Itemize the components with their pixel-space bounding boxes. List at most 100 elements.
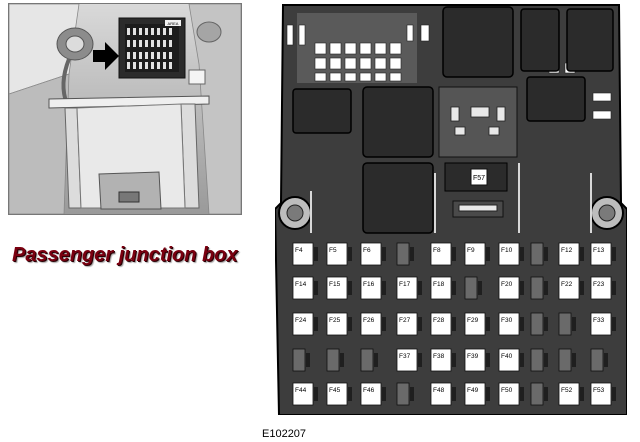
fuse-label: F15	[329, 281, 341, 288]
fuse-terminal	[314, 281, 318, 295]
fuse-terminal	[452, 247, 456, 261]
fuse-terminal	[306, 353, 310, 367]
photo-fuse-grid: AREA	[125, 20, 181, 72]
fuse-terminal	[486, 387, 490, 401]
fuse-slot	[396, 348, 418, 372]
fuse-terminal	[520, 247, 524, 261]
fuse-terminal	[418, 353, 422, 367]
fuse-slot	[396, 276, 418, 300]
fuse-slot	[326, 382, 348, 406]
fuse-slot	[360, 348, 374, 372]
fuse-terminal	[410, 247, 414, 261]
fuse-label: F13	[593, 247, 605, 254]
mounting-holes	[278, 196, 624, 230]
fuse-terminal	[520, 281, 524, 295]
fuse-terminal	[348, 317, 352, 331]
fuse-label: F5	[329, 247, 337, 254]
fuse-terminal	[486, 247, 490, 261]
fuse-slot	[292, 312, 314, 336]
fuse-label: F33	[593, 317, 605, 324]
fuse-slot	[590, 382, 612, 406]
fuse-terminal	[382, 387, 386, 401]
fuse-slot	[558, 242, 580, 266]
fuse-terminal	[612, 387, 616, 401]
fuse-terminal	[580, 281, 584, 295]
fuse-terminal	[452, 317, 456, 331]
fuse-terminal	[612, 281, 616, 295]
fuse-label: F52	[561, 387, 573, 394]
fuse-label: F25	[329, 317, 341, 324]
fuse-terminal	[544, 387, 548, 401]
fuse-label: F45	[329, 387, 341, 394]
fuse-slot	[360, 312, 382, 336]
fuse-label: F24	[295, 317, 307, 324]
fuse-terminal	[452, 387, 456, 401]
fuse-slot	[464, 242, 486, 266]
fuse-terminal	[572, 353, 576, 367]
fuse-slot	[326, 312, 348, 336]
fuse-slot	[558, 276, 580, 300]
fuse-slot	[498, 242, 520, 266]
fuse-terminal	[418, 281, 422, 295]
fuse-label: F29	[467, 317, 479, 324]
fuse-slot	[326, 276, 348, 300]
fuse-label: F53	[593, 387, 605, 394]
fuse-slot	[360, 242, 382, 266]
fuse-terminal	[544, 281, 548, 295]
fuse-terminal	[340, 353, 344, 367]
fuse-terminal	[314, 317, 318, 331]
fuse-terminal	[314, 247, 318, 261]
fuse-slot	[360, 276, 382, 300]
upper-grid	[286, 24, 612, 120]
fuse-terminal	[452, 353, 456, 367]
arrow-icon	[93, 42, 119, 70]
fuse-slot	[590, 276, 612, 300]
fuse-label: F44	[295, 387, 307, 394]
fuse-slot	[530, 382, 544, 406]
fuse-terminal	[486, 317, 490, 331]
fuse-terminal	[604, 353, 608, 367]
fuse-slot	[292, 348, 306, 372]
diagram-heading: Passenger junction box	[12, 244, 238, 266]
fuse-label: F48	[433, 387, 445, 394]
fuse-label: F4	[295, 247, 303, 254]
fuse-label: F16	[363, 281, 375, 288]
fuse-slot	[530, 312, 544, 336]
fuse-terminal	[348, 281, 352, 295]
photo-relay-label: AREA	[168, 21, 179, 26]
fuse-label: F6	[363, 247, 371, 254]
fuse-label: F27	[399, 317, 411, 324]
fuse-slot	[464, 382, 486, 406]
fuse-slot	[430, 276, 452, 300]
relay-label: F57	[473, 175, 485, 182]
fuse-label: F46	[363, 387, 375, 394]
fuse-label: F38	[433, 353, 445, 360]
fuse-label: F26	[363, 317, 375, 324]
fuse-label: F10	[501, 247, 513, 254]
fuse-slot	[590, 242, 612, 266]
fuse-label: F12	[561, 247, 573, 254]
fuse-slot	[396, 382, 410, 406]
figure-id: E102207	[262, 428, 307, 440]
fuse-terminal	[544, 317, 548, 331]
fuse-terminal	[374, 353, 378, 367]
fuse-terminal	[520, 387, 524, 401]
fuse-label: F17	[399, 281, 411, 288]
fuse-slot	[430, 382, 452, 406]
location-photo-drawing: AREA	[9, 4, 241, 214]
fuse-terminal	[382, 247, 386, 261]
fuse-slot	[464, 276, 478, 300]
fuse-slot	[292, 276, 314, 300]
fuse-label: F8	[433, 247, 441, 254]
fuse-terminal	[580, 387, 584, 401]
location-photo: AREA	[8, 3, 242, 215]
fuse-label: F14	[295, 281, 307, 288]
fuse-slot	[530, 348, 544, 372]
fuse-terminal	[520, 317, 524, 331]
fuse-slot	[430, 242, 452, 266]
fuse-slot	[498, 348, 520, 372]
fuse-slot	[590, 312, 612, 336]
fuse-slot	[498, 276, 520, 300]
